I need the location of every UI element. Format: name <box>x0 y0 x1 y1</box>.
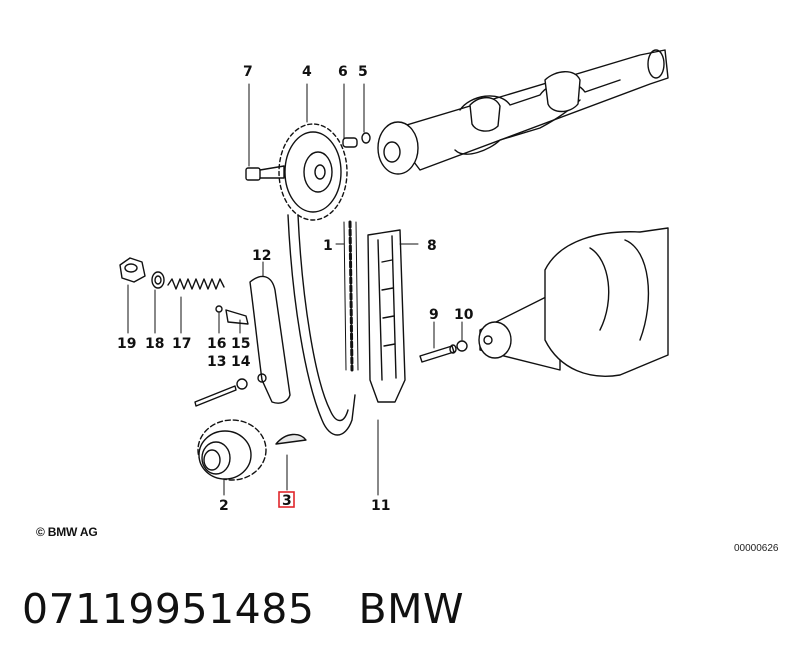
crankshaft-sprocket <box>197 419 267 481</box>
callout-13: 13 <box>207 354 226 370</box>
part-number: 07119951485 <box>22 585 315 633</box>
camshaft <box>377 49 669 175</box>
callout-17: 17 <box>172 336 191 352</box>
part-caption: 07119951485 BMW <box>22 585 464 633</box>
callout-18: 18 <box>145 336 164 352</box>
figure-id: 00000626 <box>734 543 779 554</box>
crankshaft <box>478 227 669 377</box>
callout-3[interactable]: 3 <box>282 493 292 509</box>
rail-bolt <box>419 344 457 363</box>
callout-6: 6 <box>338 64 348 80</box>
callout-8: 8 <box>427 238 437 254</box>
callout-9: 9 <box>429 307 439 323</box>
screw-plug <box>119 257 146 283</box>
callout-labels: 7 4 6 5 1 8 12 19 18 17 16 15 13 14 9 10… <box>117 64 474 514</box>
callout-19: 19 <box>117 336 136 352</box>
callout-16: 16 <box>207 336 226 352</box>
highlight-box <box>278 491 295 508</box>
pin-washer <box>236 378 248 390</box>
woodruff-key <box>275 433 307 445</box>
tensioner-piston <box>215 305 249 325</box>
timing-chain <box>287 214 359 436</box>
callout-7: 7 <box>243 64 253 80</box>
dowel-pin <box>342 137 358 148</box>
brand-name: BMW <box>358 585 464 633</box>
callout-4: 4 <box>302 64 312 80</box>
callout-10: 10 <box>454 307 474 323</box>
callout-12: 12 <box>252 248 271 264</box>
callout-2: 2 <box>219 498 229 514</box>
guide-pin <box>194 385 237 407</box>
tensioner-spring <box>167 278 225 290</box>
tensioner-rail <box>249 275 291 404</box>
rail-washer <box>456 340 468 352</box>
chain-guide-rail <box>367 229 406 403</box>
leader-lines <box>127 83 463 496</box>
copyright-notice: © BMW AG <box>36 525 98 539</box>
exploded-parts-diagram: 7 4 6 5 1 8 12 19 18 17 16 15 13 14 9 10… <box>117 49 669 514</box>
callout-1: 1 <box>323 238 333 254</box>
callout-14: 14 <box>231 354 251 370</box>
sprocket-bolt <box>245 165 285 181</box>
callout-15: 15 <box>231 336 250 352</box>
camshaft-sprocket <box>278 123 348 221</box>
lock-washer <box>361 132 371 144</box>
callout-5: 5 <box>358 64 368 80</box>
callout-11: 11 <box>371 498 390 514</box>
sealing-ring <box>151 271 165 289</box>
